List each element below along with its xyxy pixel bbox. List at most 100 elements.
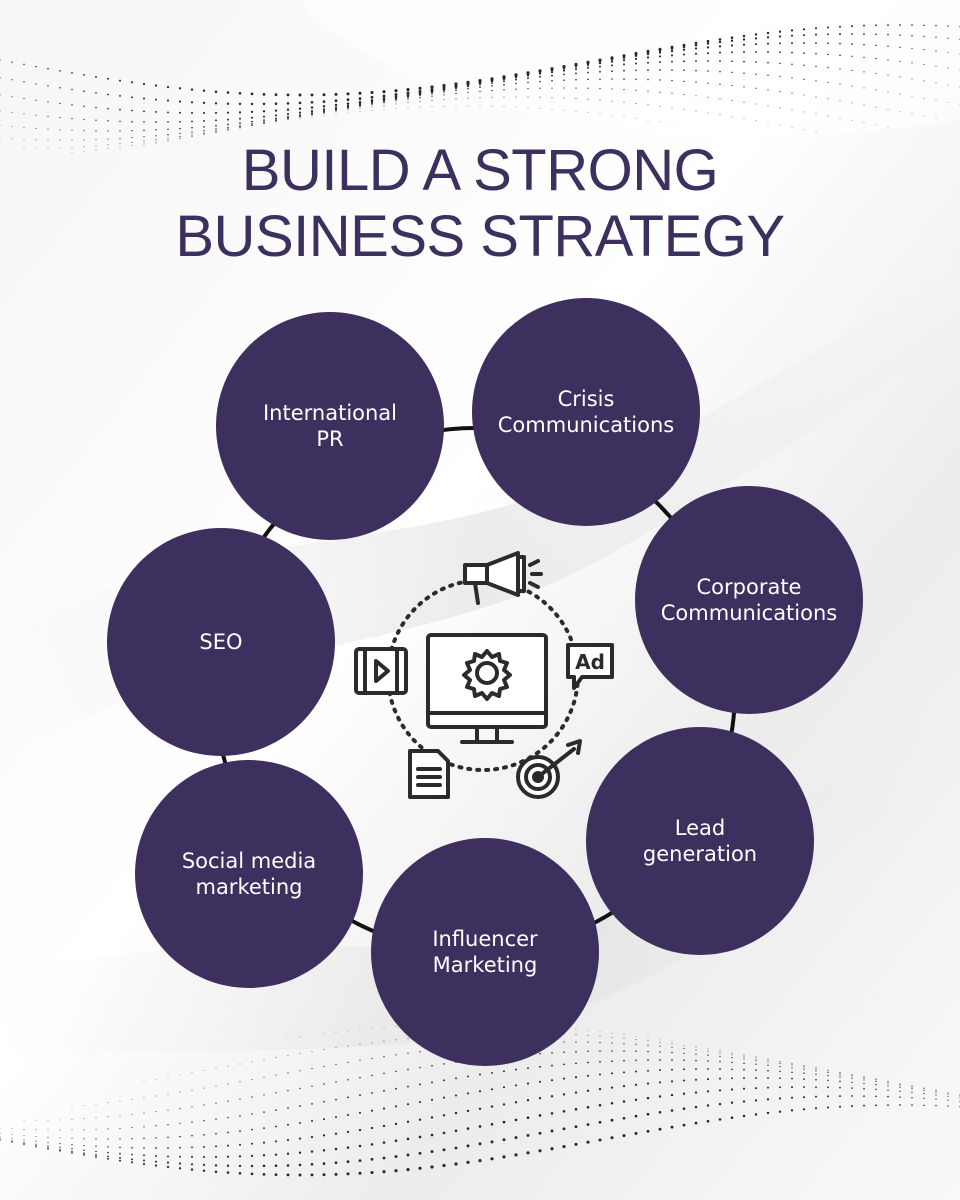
halftone-dot — [754, 33, 758, 36]
halftone-dot — [659, 1039, 661, 1041]
halftone-dot — [467, 1075, 469, 1078]
halftone-dot — [347, 107, 349, 110]
halftone-dot — [238, 1164, 242, 1168]
halftone-dot — [382, 90, 386, 94]
halftone-dot — [454, 1146, 458, 1150]
halftone-dot — [323, 111, 325, 114]
halftone-dot — [262, 1173, 266, 1176]
halftone-dot — [743, 1058, 745, 1060]
halftone-dot — [875, 1088, 877, 1091]
halftone-dot — [694, 1078, 698, 1081]
halftone-dot — [287, 119, 289, 120]
halftone-dot — [514, 76, 518, 79]
halftone-dot — [634, 1083, 638, 1086]
halftone-dot — [59, 147, 61, 149]
halftone-dot — [875, 57, 877, 60]
halftone-dot — [731, 60, 733, 63]
halftone-dot — [635, 78, 637, 80]
halftone-dot — [214, 102, 218, 105]
halftone-dot — [455, 89, 457, 91]
halftone-dot — [59, 1146, 61, 1149]
halftone-dot — [323, 1118, 325, 1121]
halftone-dot — [935, 82, 937, 84]
halftone-dot — [743, 72, 745, 74]
halftone-dot — [71, 1118, 73, 1120]
halftone-dot — [779, 75, 781, 78]
halftone-dot — [839, 1072, 841, 1074]
halftone-dot — [335, 1063, 337, 1066]
halftone-dot — [731, 1077, 733, 1080]
halftone-dot — [238, 91, 242, 95]
node-label: Social media marketing — [181, 849, 317, 899]
halftone-dot — [851, 55, 853, 58]
halftone-dot — [298, 111, 302, 114]
halftone-dot — [311, 1034, 313, 1036]
halftone-dot — [743, 101, 745, 103]
halftone-dot — [250, 1142, 254, 1145]
halftone-dot — [682, 1107, 686, 1110]
halftone-dot — [526, 1116, 530, 1120]
halftone-dot — [154, 1164, 158, 1167]
halftone-dot — [706, 52, 710, 55]
halftone-dot — [466, 1109, 470, 1113]
halftone-dot — [598, 1120, 602, 1124]
halftone-dot — [671, 123, 673, 125]
halftone-dot — [851, 1105, 853, 1108]
halftone-dot — [526, 74, 530, 77]
halftone-dot — [190, 101, 194, 104]
halftone-dot — [778, 1097, 782, 1100]
halftone-dot — [190, 1163, 194, 1166]
halftone-dot — [731, 1056, 733, 1059]
halftone-dot — [527, 107, 529, 108]
halftone-dot — [202, 89, 206, 92]
halftone-dot — [682, 45, 686, 48]
halftone-dot — [478, 1107, 482, 1111]
halftone-dot — [791, 1067, 793, 1069]
halftone-dot — [455, 105, 457, 107]
halftone-dot — [875, 1078, 877, 1080]
halftone-dot — [671, 1051, 673, 1054]
halftone-dot — [11, 1128, 13, 1130]
halftone-dot — [418, 1151, 422, 1155]
halftone-dot — [623, 1059, 625, 1062]
node-social-media-marketing: Social media marketing — [135, 760, 363, 988]
halftone-dot — [490, 1157, 494, 1161]
halftone-dot — [731, 1052, 733, 1054]
halftone-dot — [827, 1086, 829, 1089]
halftone-dot — [611, 100, 613, 102]
halftone-dot — [719, 60, 721, 62]
halftone-dot — [634, 1131, 638, 1135]
halftone-dot — [935, 1098, 937, 1100]
halftone-dot — [274, 114, 278, 117]
halftone-dot — [539, 1052, 541, 1055]
halftone-dot — [731, 1053, 733, 1055]
halftone-dot — [923, 1088, 925, 1090]
halftone-dot — [371, 106, 373, 108]
halftone-dot — [310, 100, 314, 104]
halftone-dot — [143, 1154, 145, 1157]
halftone-dot — [167, 1093, 169, 1095]
halftone-dot — [166, 85, 170, 89]
halftone-dot — [107, 1128, 109, 1130]
halftone-dot — [118, 79, 122, 82]
halftone-dot — [598, 1073, 602, 1076]
halftone-dot — [443, 99, 445, 101]
halftone-dot — [71, 1148, 73, 1150]
halftone-dot — [167, 111, 169, 114]
halftone-dot — [226, 102, 230, 105]
halftone-dot — [322, 108, 326, 111]
halftone-dot — [803, 1086, 805, 1088]
halftone-dot — [911, 1096, 913, 1099]
halftone-dot — [119, 1152, 121, 1155]
halftone-dot — [238, 1171, 242, 1175]
halftone-dot — [827, 1071, 829, 1074]
halftone-dot — [695, 1059, 697, 1062]
halftone-dot — [479, 97, 481, 99]
halftone-dot — [635, 69, 637, 72]
halftone-dot — [95, 1155, 97, 1158]
halftone-dot — [310, 1162, 314, 1166]
halftone-dot — [406, 1153, 410, 1157]
halftone-dot — [251, 1096, 253, 1098]
halftone-dot — [59, 129, 61, 131]
halftone-dot — [370, 1170, 374, 1175]
